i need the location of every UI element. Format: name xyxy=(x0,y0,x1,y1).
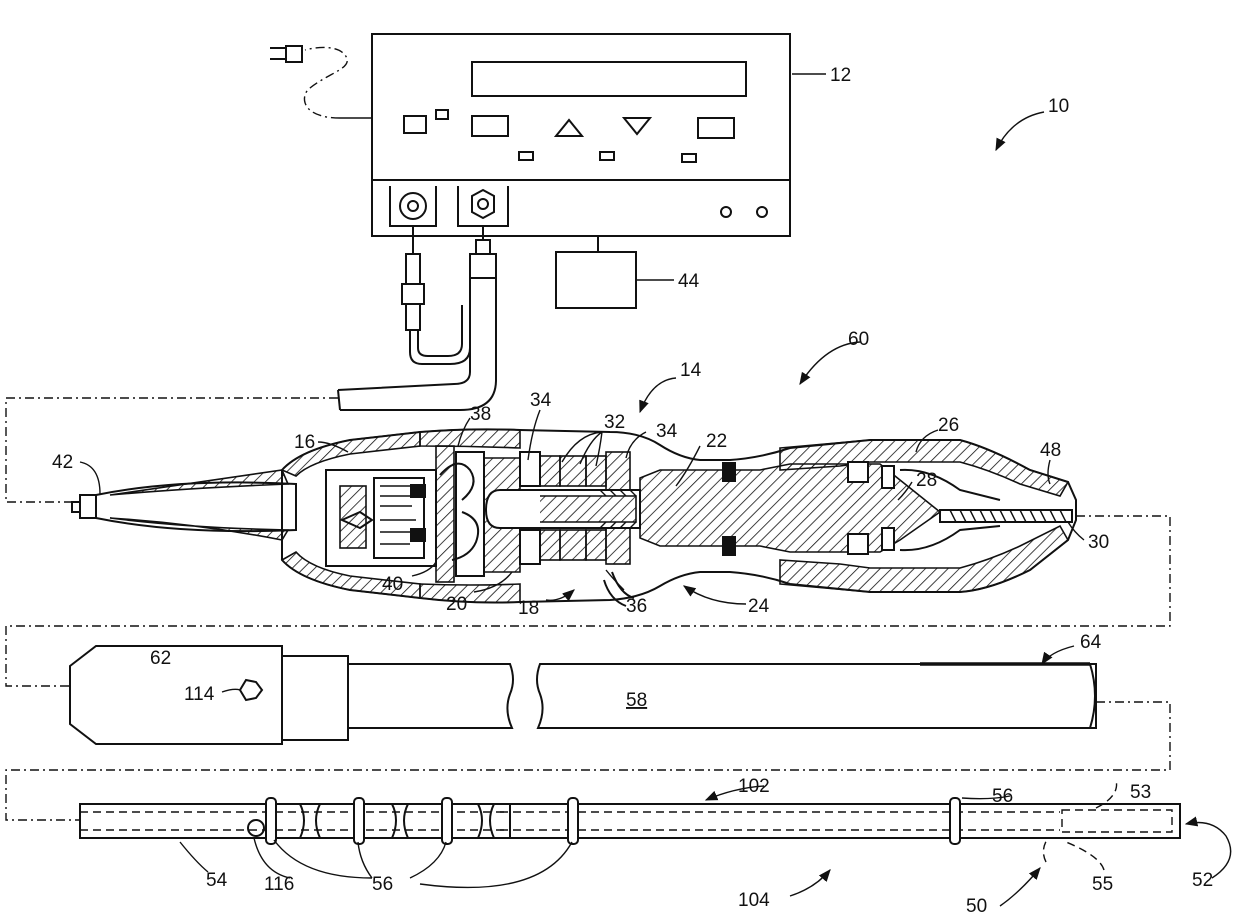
o-ring xyxy=(354,798,364,844)
label-40: 40 xyxy=(382,574,403,595)
label-53: 53 xyxy=(1130,782,1151,803)
label-56-left: 56 xyxy=(372,874,393,895)
probe xyxy=(80,798,1180,844)
console-button xyxy=(472,116,508,136)
label-42: 42 xyxy=(52,452,73,473)
label-28: 28 xyxy=(916,470,937,491)
label-62: 62 xyxy=(150,648,171,669)
label-44: 44 xyxy=(678,271,700,292)
label-58: 58 xyxy=(626,690,647,711)
console-button xyxy=(404,116,426,133)
label-26: 26 xyxy=(938,415,959,436)
label-55: 55 xyxy=(1092,874,1113,895)
label-56-right: 56 xyxy=(992,786,1013,807)
label-60: 60 xyxy=(848,329,869,350)
console-display xyxy=(472,62,746,96)
label-16: 16 xyxy=(294,432,315,453)
label-32: 32 xyxy=(604,412,625,433)
up-arrow-icon xyxy=(556,120,582,136)
label-22: 22 xyxy=(706,431,727,452)
label-52: 52 xyxy=(1192,870,1213,891)
label-104: 104 xyxy=(738,890,770,911)
cables xyxy=(6,226,496,502)
label-14: 14 xyxy=(680,360,702,381)
label-36: 36 xyxy=(626,596,647,617)
o-ring xyxy=(568,798,578,844)
label-38: 38 xyxy=(470,404,491,425)
o-ring xyxy=(442,798,452,844)
label-12: 12 xyxy=(830,65,851,86)
box-44 xyxy=(556,252,636,308)
label-116: 116 xyxy=(264,874,294,895)
handpiece xyxy=(6,429,1170,686)
label-54: 54 xyxy=(206,870,228,891)
label-30: 30 xyxy=(1088,532,1109,553)
label-64: 64 xyxy=(1080,632,1102,653)
plug-icon xyxy=(286,46,302,62)
label-20: 20 xyxy=(446,594,467,615)
label-34a: 34 xyxy=(530,390,552,411)
label-114: 114 xyxy=(184,684,215,705)
label-102: 102 xyxy=(738,776,770,797)
o-ring xyxy=(950,798,960,844)
o-ring xyxy=(266,798,276,844)
label-18: 18 xyxy=(518,598,539,619)
console-button xyxy=(698,118,734,138)
label-48: 48 xyxy=(1040,440,1061,461)
label-10: 10 xyxy=(1048,96,1069,117)
label-50: 50 xyxy=(966,896,987,916)
label-24: 24 xyxy=(748,596,770,617)
control-console xyxy=(270,34,790,308)
down-arrow-icon xyxy=(624,118,650,134)
label-34b: 34 xyxy=(656,421,678,442)
